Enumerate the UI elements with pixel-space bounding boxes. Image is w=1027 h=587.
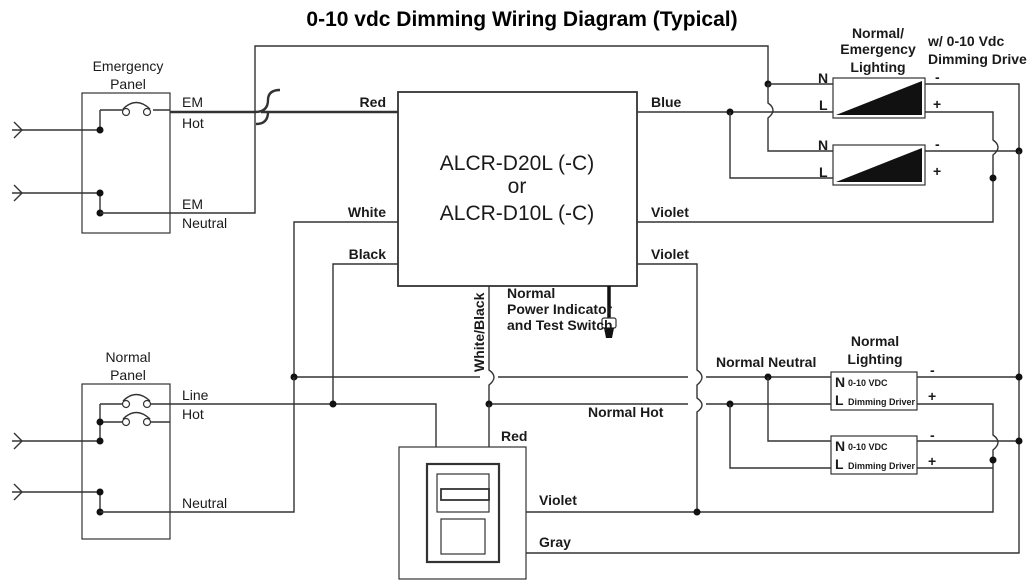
- em-minus-1: -: [935, 69, 940, 85]
- drive-label-1: w/ 0-10 Vdc: [927, 33, 1004, 49]
- normal-panel-box: [81, 383, 171, 540]
- feeder-arrow-icon: [13, 483, 23, 501]
- neutral-label: Neutral: [182, 495, 227, 511]
- emergency-panel-label-2: Panel: [110, 76, 146, 92]
- normal-l-2: L: [835, 456, 844, 472]
- emergency-panel-label-1: Emergency: [93, 58, 164, 74]
- normal-n-1: N: [835, 374, 845, 390]
- wire-label-violet-2: Violet: [651, 246, 689, 262]
- line-hot-label-1: Line: [182, 387, 209, 403]
- feeder-arrow-icon: [13, 121, 23, 139]
- feeder-arrow-icon: [13, 432, 23, 450]
- em-l-2: L: [819, 164, 828, 180]
- dimmer-switch: [398, 446, 527, 580]
- driver-label-2: Dimming Driver: [848, 461, 916, 471]
- breaker-contact-icon: [121, 107, 131, 117]
- indicator-label-3: and Test Switch: [507, 317, 613, 333]
- em-lighting-label-3: Lighting: [850, 59, 905, 75]
- em-lighting-label-1: Normal/: [852, 25, 904, 41]
- normal-lighting-label-1: Normal: [851, 333, 899, 349]
- wires: [100, 45, 1023, 554]
- em-neutral-label-1: EM: [182, 196, 203, 212]
- device-model-1: ALCR-D20L (-C): [440, 152, 594, 175]
- emergency-panel-box: [81, 92, 171, 234]
- normal-plus-2: +: [928, 453, 936, 469]
- normal-driver-1: [830, 371, 918, 411]
- em-minus-2: -: [935, 136, 940, 152]
- dimmer-slider-icon: [440, 488, 490, 501]
- em-l-1: L: [819, 97, 828, 113]
- normal-panel-label-2: Panel: [110, 367, 146, 383]
- normal-panel-label-1: Normal: [105, 349, 150, 365]
- normal-minus-2: -: [930, 427, 935, 443]
- diagram-title: 0-10 vdc Dimming Wiring Diagram (Typical…: [306, 8, 737, 31]
- drive-label-2: Dimming Drive: [928, 51, 1027, 67]
- line-hot-label-2: Hot: [182, 406, 204, 422]
- emergency-panel: Emergency Panel EM Hot EM Neutral: [12, 58, 227, 234]
- normal-l-1: L: [835, 392, 844, 408]
- em-n-1: N: [818, 70, 828, 86]
- power-indicator: Normal Power Indicator and Test Switch: [507, 285, 617, 338]
- wire-label-gray: Gray: [539, 534, 571, 550]
- wire-label-blue: Blue: [651, 94, 682, 110]
- normal-driver-2: [830, 435, 918, 475]
- wire-label-normal-neutral: Normal Neutral: [716, 354, 816, 370]
- em-neutral-label-2: Neutral: [182, 215, 227, 231]
- wire-label-red: Red: [360, 94, 386, 110]
- normal-plus-1: +: [928, 388, 936, 404]
- normal-panel: Normal Panel Line Hot Neutral: [12, 349, 227, 540]
- driver-vdc-2: 0-10 VDC: [848, 442, 888, 452]
- wire-label-normal-hot: Normal Hot: [588, 404, 664, 420]
- normal-lighting-label-2: Lighting: [847, 351, 902, 367]
- wire-label-violet-3: Violet: [539, 492, 577, 508]
- indicator-label-2: Power Indicator: [507, 301, 613, 317]
- wire-label-white-black: White/Black: [471, 292, 487, 372]
- wire-label-black: Black: [349, 246, 387, 262]
- device-or: or: [508, 175, 527, 198]
- em-plus-1: +: [933, 96, 941, 112]
- em-hot-label-1: EM: [182, 94, 203, 110]
- normal-n-2: N: [835, 438, 845, 454]
- normal-lighting: Normal Lighting N L 0-10 VDC Dimming Dri…: [830, 333, 936, 475]
- alcr-device: ALCR-D20L (-C) or ALCR-D10L (-C): [397, 91, 638, 287]
- driver-vdc-1: 0-10 VDC: [848, 378, 888, 388]
- em-n-2: N: [818, 137, 828, 153]
- feeder-arrow-icon: [13, 184, 23, 202]
- emergency-lighting: Normal/ Emergency Lighting w/ 0-10 Vdc D…: [818, 25, 1027, 186]
- driver-label-1: Dimming Driver: [848, 397, 916, 407]
- em-lighting-label-2: Emergency: [840, 41, 916, 57]
- wire-label-violet: Violet: [651, 204, 689, 220]
- em-plus-2: +: [933, 163, 941, 179]
- wire-label-white: White: [348, 204, 386, 220]
- device-model-2: ALCR-D10L (-C): [440, 202, 594, 225]
- em-hot-label-2: Hot: [182, 115, 204, 131]
- wire-label-red-2: Red: [501, 428, 527, 444]
- normal-minus-1: -: [930, 362, 935, 378]
- indicator-label-1: Normal: [507, 285, 555, 301]
